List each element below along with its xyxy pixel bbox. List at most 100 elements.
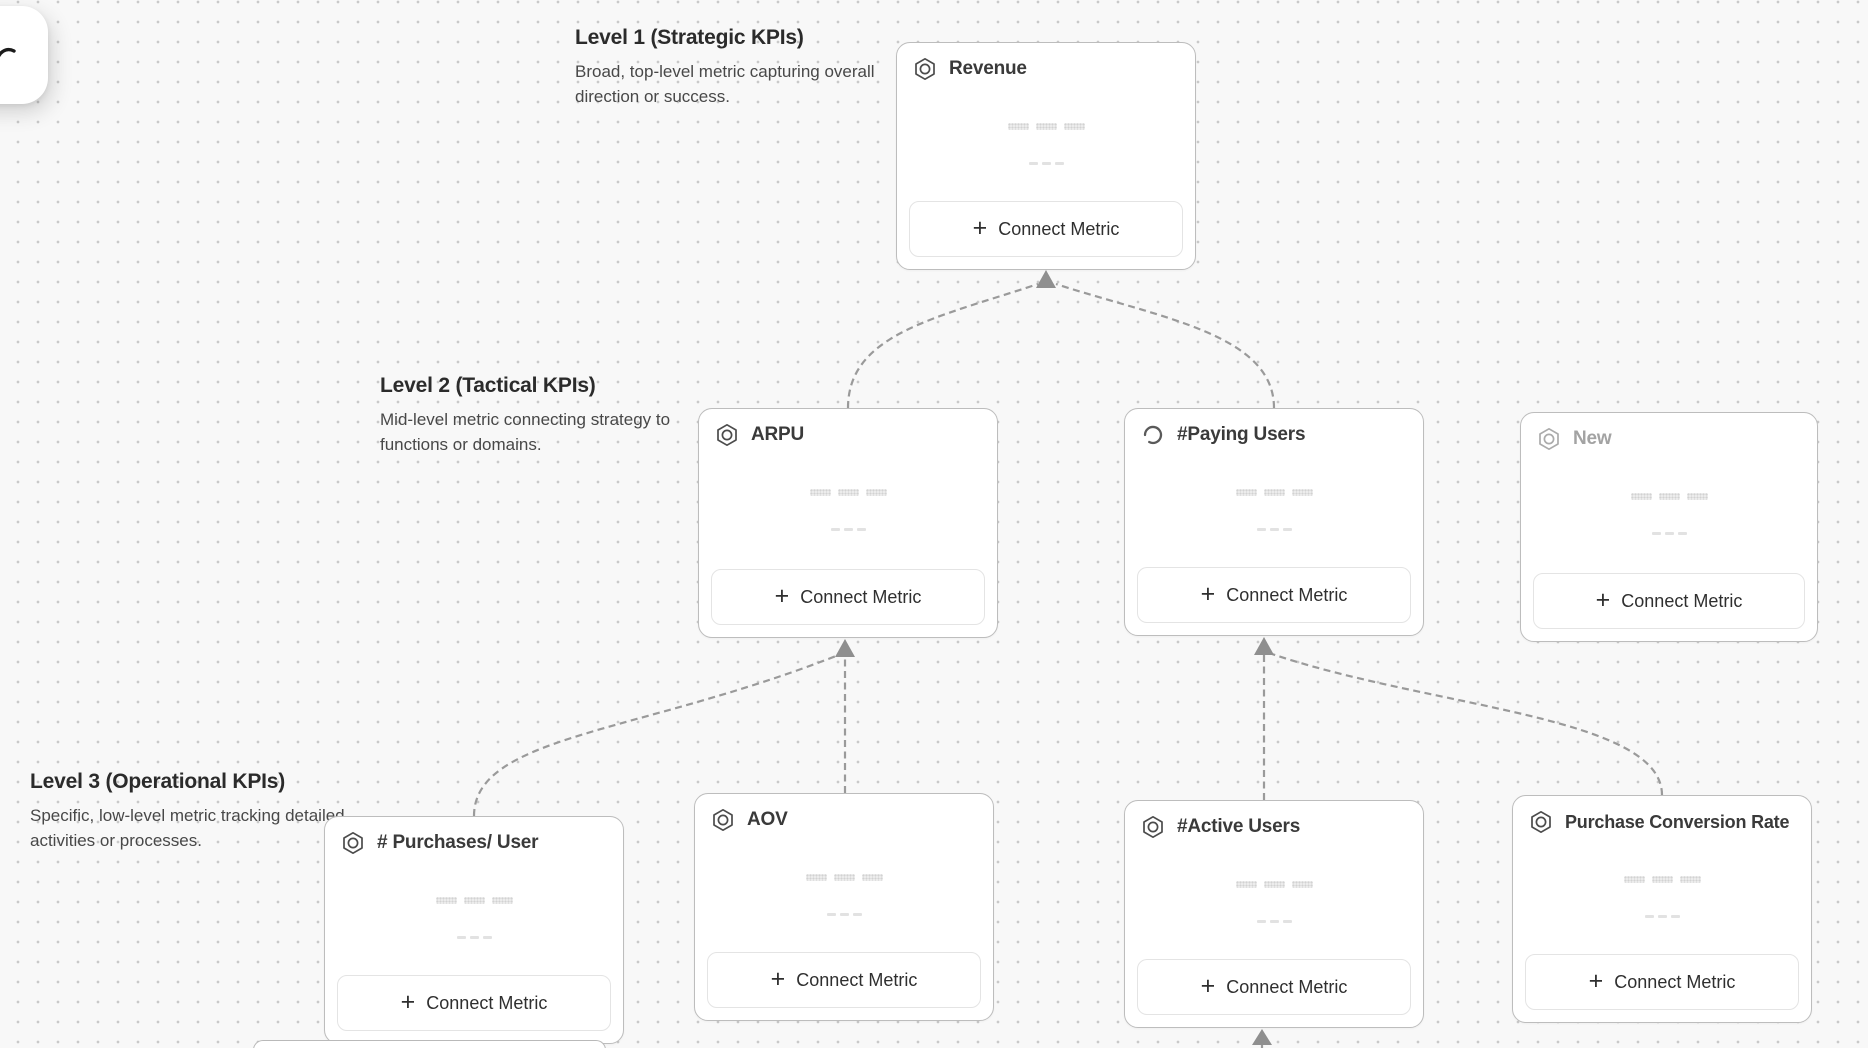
skeleton-dash	[1282, 528, 1292, 531]
connect-metric-button[interactable]: + Connect Metric	[707, 952, 981, 1008]
level-3-title: Level 3 (Operational KPIs)	[30, 770, 286, 793]
skeleton-dash	[856, 528, 866, 531]
skeleton-bar	[1263, 881, 1285, 888]
skeleton-bar	[1235, 881, 1257, 888]
skeleton-bar	[805, 874, 827, 881]
skeleton-chart-bars	[1125, 881, 1423, 888]
metric-node-aov[interactable]: AOV + Connect Metric	[694, 793, 994, 1021]
skeleton-dash	[1644, 915, 1654, 918]
skeleton-bar	[1679, 876, 1701, 883]
connect-metric-button[interactable]: + Connect Metric	[909, 201, 1183, 257]
connect-metric-label: Connect Metric	[1226, 976, 1348, 997]
skeleton-chart-dashes	[1125, 920, 1423, 923]
arrowhead-revenue	[1036, 270, 1056, 288]
skeleton-chart-bars	[1521, 493, 1817, 500]
level-1-label: Level 1 (Strategic KPIs) Broad, top-leve…	[575, 26, 885, 109]
plus-icon: +	[1588, 966, 1604, 995]
skeleton-dash	[843, 528, 853, 531]
hexagon-metric-icon	[713, 808, 733, 832]
metric-title: Revenue	[949, 58, 1027, 79]
edge-purchases-to-arpu[interactable]	[472, 654, 837, 817]
metric-node-new[interactable]: New + Connect Metric	[1520, 412, 1818, 642]
skeleton-chart-dashes	[695, 913, 993, 916]
connect-metric-button[interactable]: + Connect Metric	[1533, 573, 1805, 629]
card-header: AOV	[711, 808, 979, 832]
connect-metric-label: Connect Metric	[1614, 971, 1736, 992]
card-header: New	[1537, 427, 1803, 451]
skeleton-dash	[482, 936, 492, 939]
plus-icon: +	[774, 581, 790, 610]
metric-node-purchases-per-user[interactable]: # Purchases/ User + Connect Metric	[324, 816, 624, 1044]
metric-title: #Paying Users	[1177, 424, 1306, 445]
skeleton-dash	[1677, 532, 1687, 535]
metric-node-purchase-conversion-rate[interactable]: Purchase Conversion Rate + Connect Metri…	[1512, 795, 1812, 1023]
skeleton-dash	[1670, 915, 1680, 918]
skeleton-bar	[1658, 493, 1680, 500]
skeleton-dash	[1269, 528, 1279, 531]
card-header: #Active Users	[1141, 815, 1409, 839]
card-header: Purchase Conversion Rate	[1529, 810, 1797, 834]
level-3-label: Level 3 (Operational KPIs) Specific, low…	[30, 770, 350, 853]
metric-node-arpu[interactable]: ARPU + Connect Metric	[698, 408, 998, 638]
hexagon-metric-icon	[343, 831, 363, 855]
skeleton-dash	[1651, 532, 1661, 535]
level-3-description: Specific, low-level metric tracking deta…	[30, 806, 345, 850]
connect-metric-button[interactable]: + Connect Metric	[337, 975, 611, 1031]
skeleton-bar	[1291, 489, 1313, 496]
level-1-title: Level 1 (Strategic KPIs)	[575, 26, 804, 49]
skeleton-chart-bars	[695, 874, 993, 881]
card-header: ARPU	[715, 423, 983, 447]
hexagon-metric-icon	[717, 423, 737, 447]
skeleton-chart-dashes	[1513, 915, 1811, 918]
metric-title: #Active Users	[1177, 816, 1301, 837]
metric-title: Purchase Conversion Rate	[1565, 811, 1790, 832]
skeleton-dash	[839, 913, 849, 916]
metric-node-active-users[interactable]: #Active Users + Connect Metric	[1124, 800, 1424, 1028]
plus-icon: +	[1200, 579, 1216, 608]
hexagon-metric-icon	[1539, 427, 1559, 451]
skeleton-bar	[861, 874, 883, 881]
connect-metric-button[interactable]: + Connect Metric	[1525, 954, 1799, 1010]
plus-icon: +	[400, 987, 416, 1016]
metric-node-paying-users[interactable]: #Paying Users + Connect Metric	[1124, 408, 1424, 636]
skeleton-bar	[809, 489, 831, 496]
skeleton-dash	[1664, 532, 1674, 535]
skeleton-bar	[1686, 493, 1708, 500]
edge-arpu-to-revenue[interactable]	[846, 282, 1039, 409]
metric-title: # Purchases/ User	[377, 832, 539, 853]
metric-title: ARPU	[751, 424, 805, 445]
skeleton-dash	[1054, 162, 1064, 165]
level-1-description: Broad, top-level metric capturing overal…	[575, 62, 875, 106]
metric-title: New	[1573, 428, 1612, 449]
skeleton-chart-dashes	[699, 528, 997, 531]
arrowhead-arpu	[835, 639, 855, 657]
connect-metric-button[interactable]: + Connect Metric	[1137, 959, 1411, 1015]
plus-icon: +	[1595, 585, 1611, 614]
connect-metric-label: Connect Metric	[796, 969, 918, 990]
skeleton-dash	[1269, 920, 1279, 923]
skeleton-bar	[837, 489, 859, 496]
floating-toolbar-panel[interactable]	[0, 6, 48, 104]
connect-metric-button[interactable]: + Connect Metric	[711, 569, 985, 625]
connect-metric-label: Connect Metric	[1621, 590, 1743, 611]
skeleton-dash	[456, 936, 466, 939]
level-2-description: Mid-level metric connecting strategy to …	[380, 410, 671, 454]
skeleton-bar	[463, 897, 485, 904]
skeleton-bar	[833, 874, 855, 881]
loading-spinner-icon	[1143, 425, 1163, 445]
metric-node-partial-bottom[interactable]	[253, 1040, 606, 1048]
skeleton-bar	[1235, 489, 1257, 496]
connect-metric-label: Connect Metric	[998, 218, 1120, 239]
metric-node-revenue[interactable]: Revenue + Connect Metric	[896, 42, 1196, 270]
card-header: #Paying Users	[1141, 423, 1409, 447]
edge-pcr-to-paying-users[interactable]	[1271, 652, 1664, 796]
skeleton-bar	[1630, 493, 1652, 500]
metric-title: AOV	[747, 809, 788, 830]
edge-paying-users-to-revenue[interactable]	[1055, 282, 1276, 409]
skeleton-bar	[865, 489, 887, 496]
plus-icon: +	[972, 213, 988, 242]
skeleton-dash	[469, 936, 479, 939]
connect-metric-button[interactable]: + Connect Metric	[1137, 567, 1411, 623]
skeleton-chart-bars	[897, 123, 1195, 130]
